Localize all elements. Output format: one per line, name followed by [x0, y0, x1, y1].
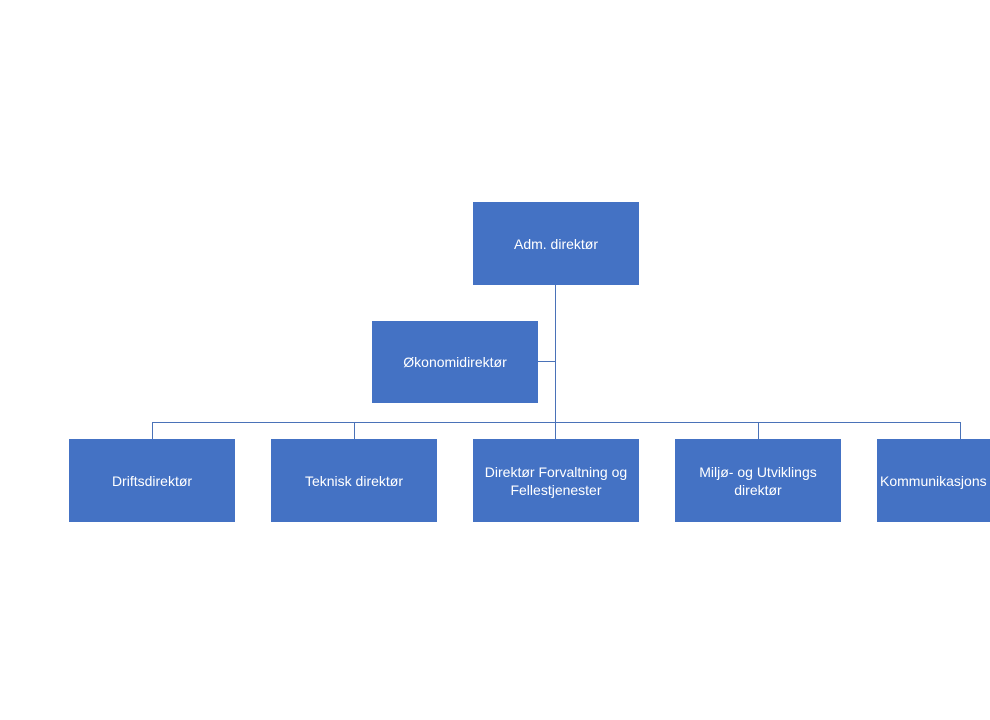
connector-drop-3	[555, 422, 556, 439]
node-label: Driftsdirektør	[111, 472, 193, 489]
connector-drop-4	[758, 422, 759, 439]
node-label: Miljø- og Utviklings direktør	[699, 463, 817, 498]
connector-horizontal-bus	[152, 422, 961, 423]
node-direktor-forvaltning[interactable]: Direktør Forvaltning og Fellestjenester	[473, 439, 639, 522]
node-label: Adm. direktør	[513, 235, 598, 252]
connector-drop-1	[152, 422, 153, 439]
node-teknisk-direktor[interactable]: Teknisk direktør	[271, 439, 437, 522]
connector-top-trunk	[555, 285, 556, 423]
connector-assistant	[538, 361, 556, 362]
node-kommunikasjons[interactable]: Kommunikasjons	[877, 439, 990, 522]
node-driftsdirektor[interactable]: Driftsdirektør	[69, 439, 235, 522]
node-label: Teknisk direktør	[304, 472, 404, 489]
node-miljo-utviklings-direktor[interactable]: Miljø- og Utviklings direktør	[675, 439, 841, 522]
node-adm-direktor[interactable]: Adm. direktør	[473, 202, 639, 285]
connector-drop-2	[354, 422, 355, 439]
node-okonomidirektor[interactable]: Økonomidirektør	[372, 321, 538, 403]
node-label: Direktør Forvaltning og Fellestjenester	[484, 463, 628, 498]
node-label: Økonomidirektør	[403, 354, 507, 370]
connector-drop-5	[960, 422, 961, 439]
node-label: Kommunikasjons	[880, 472, 987, 489]
